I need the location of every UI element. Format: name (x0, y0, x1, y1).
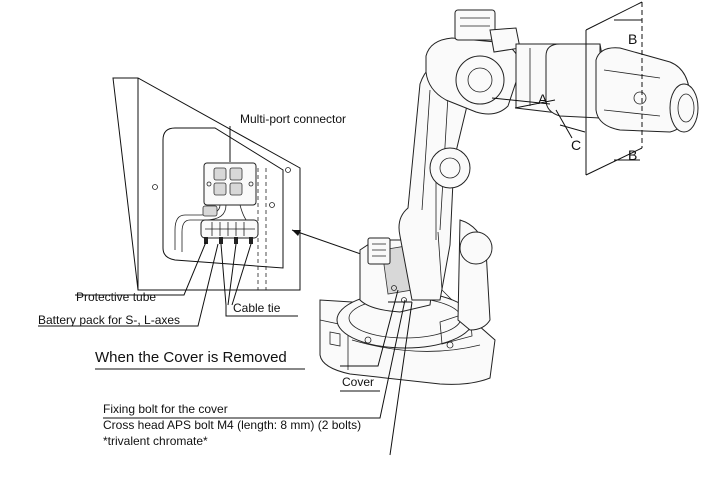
cable-tie-label: Cable tie (233, 301, 281, 315)
axis-mark-b-top: B (628, 31, 637, 47)
cover-callouts: Cover Fixing bolt for the cover Cross he… (103, 289, 413, 456)
battery-pack (200, 205, 259, 239)
cover-removed-caption: When the Cover is Removed (95, 349, 287, 366)
axis-mark-c: C (571, 137, 581, 153)
cable-ties (204, 237, 253, 244)
chromate-note-label: *trivalent chromate* (103, 434, 208, 448)
detail-view: Multi-port connector Protective tube Bat… (38, 77, 346, 370)
bolt-spec-label: Cross head APS bolt M4 (length: 8 mm) (2… (103, 418, 361, 432)
multi-port-connector (203, 162, 257, 206)
axis-mark-a: A (538, 91, 548, 107)
section-marks: B A C B (491, 1, 643, 176)
multi-port-connector-label: Multi-port connector (240, 112, 346, 126)
axis-mark-b-bottom: B (628, 147, 637, 163)
cover-label: Cover (342, 375, 374, 389)
battery-pack-label: Battery pack for S-, L-axes (38, 313, 180, 327)
fixing-bolt-label: Fixing bolt for the cover (103, 402, 228, 416)
protective-tube-label: Protective tube (76, 290, 156, 304)
robot-drawing (319, 9, 699, 385)
